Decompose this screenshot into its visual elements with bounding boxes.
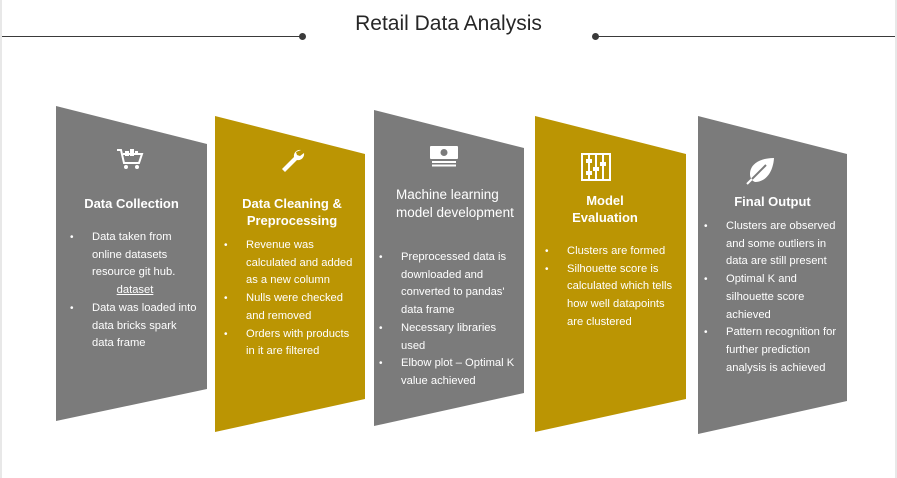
step-heading: Model Evaluation bbox=[572, 193, 638, 225]
step-bullets: Data taken from online datasets resource… bbox=[70, 229, 200, 353]
bullet-item: Pattern recognition for further predicti… bbox=[704, 324, 844, 377]
step-bullets: Revenue was calculated and added as a ne… bbox=[224, 237, 360, 361]
slide-border-left bbox=[0, 0, 2, 478]
bullet-text: Data taken from online datasets resource… bbox=[92, 231, 176, 279]
shopping-cart-icon bbox=[116, 147, 144, 176]
title-rule-left bbox=[2, 36, 302, 37]
step-bullets: Clusters are observed and some outliers … bbox=[704, 218, 844, 377]
step-card-data-cleaning: Data Cleaning & Preprocessing Revenue wa… bbox=[215, 116, 365, 432]
page-title: Retail Data Analysis bbox=[355, 12, 542, 35]
money-stack-icon bbox=[429, 145, 459, 174]
bullet-item: Optimal K and silhouette score achieved bbox=[704, 271, 844, 324]
step-bullets: Clusters are formed Silhouette score is … bbox=[545, 243, 682, 332]
step-card-final-output: Final Output Clusters are observed and s… bbox=[698, 116, 847, 434]
bullet-item: Revenue was calculated and added as a ne… bbox=[224, 237, 360, 290]
bullet-item: Orders with products in it are filtered bbox=[224, 326, 360, 361]
step-heading: Machine learning model development bbox=[396, 187, 514, 220]
bullet-item: Data taken from online datasets resource… bbox=[70, 229, 200, 300]
bullet-item: Clusters are formed bbox=[545, 243, 682, 261]
step-card-model-evaluation: Model Evaluation Clusters are formed Sil… bbox=[535, 116, 686, 432]
bullet-item: Elbow plot – Optimal K value achieved bbox=[379, 355, 521, 390]
bullet-item: Preprocessed data is downloaded and conv… bbox=[379, 249, 521, 320]
step-heading: Data Collection bbox=[84, 196, 179, 211]
step-bullets: Preprocessed data is downloaded and conv… bbox=[379, 249, 521, 391]
bullet-item: Clusters are observed and some outliers … bbox=[704, 218, 844, 271]
bullet-item: Data was loaded into data bricks spark d… bbox=[70, 300, 200, 353]
title-rule-right bbox=[596, 36, 895, 37]
step-heading: Data Cleaning & Preprocessing bbox=[242, 196, 342, 228]
title-rule-dot-left bbox=[299, 33, 306, 40]
wrench-icon bbox=[279, 147, 305, 178]
abacus-icon bbox=[581, 153, 611, 186]
dataset-link[interactable]: dataset bbox=[116, 284, 154, 297]
bullet-item: Silhouette score is calculated which tel… bbox=[545, 261, 682, 332]
bullet-item: Nulls were checked and removed bbox=[224, 290, 360, 325]
slide-border-right bbox=[895, 0, 897, 478]
bullet-item: Necessary libraries used bbox=[379, 320, 521, 355]
step-heading: Final Output bbox=[734, 194, 811, 209]
step-card-ml-development: Machine learning model development Prepr… bbox=[374, 110, 524, 426]
step-card-data-collection: Data Collection Data taken from online d… bbox=[56, 106, 207, 421]
leaf-icon bbox=[746, 157, 776, 190]
title-rule-dot-right bbox=[592, 33, 599, 40]
